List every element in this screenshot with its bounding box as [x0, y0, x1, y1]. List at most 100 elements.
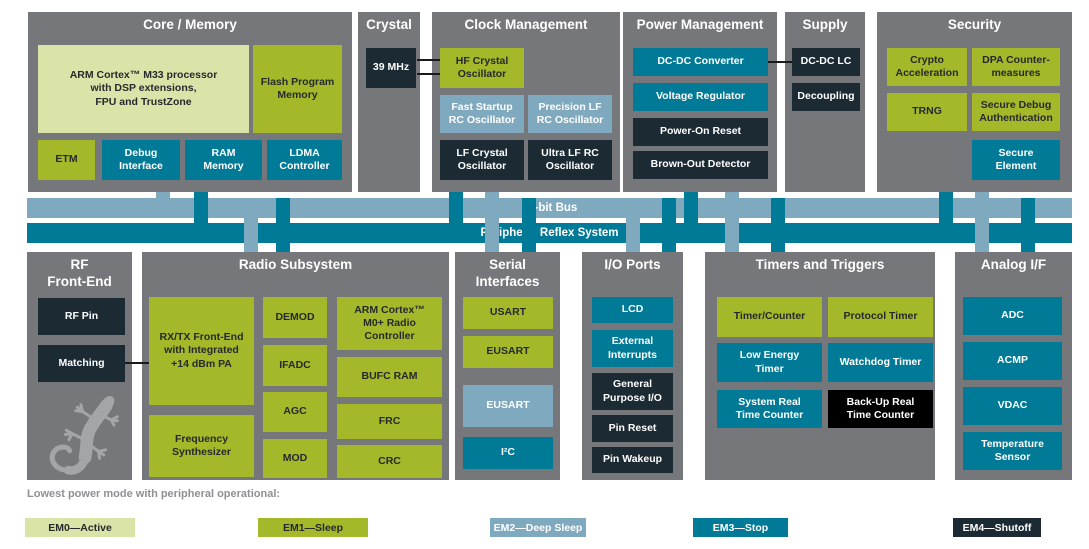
cell-decoupling: Decoupling [792, 83, 860, 111]
cell-mod: MOD [263, 439, 327, 478]
block-title-timers-and-triggers: Timers and Triggers [755, 257, 885, 272]
cell-pin-wakeup: Pin Wakeup [592, 447, 673, 473]
cell-brown-out-detector: Brown-Out Detector [633, 151, 768, 179]
bus-stub [194, 192, 208, 243]
bus-stub [244, 218, 258, 252]
cell-agc: AGC [263, 392, 327, 432]
block-title-power-management: Power Management [636, 17, 764, 32]
cell-adc: ADC [963, 297, 1062, 335]
cell-eusart-em1: EUSART [463, 336, 553, 368]
cell-low-energy-timer: Low Energy Timer [717, 343, 822, 382]
legend-em1-sleep: EM1—Sleep [258, 518, 368, 537]
cell-protocol-timer: Protocol Timer [828, 297, 933, 337]
bus-prs-label: Peripheral Reflex System [480, 227, 619, 239]
cell-dcdc-lc: DC-DC LC [792, 48, 860, 76]
block-security: Security Crypto Acceleration DPA Counter… [877, 12, 1072, 192]
cell-frc: FRC [337, 404, 442, 439]
legend-label: Lowest power mode with peripheral operat… [27, 488, 281, 500]
block-title-clock-management: Clock Management [464, 17, 588, 32]
cell-pin-reset: Pin Reset [592, 415, 673, 442]
bus-stub [449, 192, 463, 243]
bus-stub [725, 192, 739, 252]
bus-stub [684, 192, 698, 243]
bus-stub [662, 198, 676, 252]
cell-trng: TRNG [887, 93, 967, 131]
block-rf-front-end: RF Front-End RF Pin Matching [27, 252, 132, 480]
bus-stub [276, 198, 290, 252]
legend-em3-stop: EM3—Stop [693, 518, 788, 537]
cell-fast-startup-rc-oscillator: Fast Startup RC Oscillator [440, 95, 524, 133]
cell-ldma-controller: LDMA Controller [267, 140, 342, 180]
block-supply: Supply DC-DC LC Decoupling [785, 12, 865, 192]
cell-hf-crystal-oscillator: HF Crystal Oscillator [440, 48, 524, 88]
cell-frequency-synthesizer: Frequency Synthesizer [149, 415, 254, 477]
cell-power-on-reset: Power-On Reset [633, 118, 768, 146]
cell-acmp: ACMP [963, 342, 1062, 380]
block-title-analog-if: Analog I/F [980, 257, 1047, 272]
bus-peripheral-reflex: Peripheral Reflex System [27, 223, 1072, 243]
crystal-hfxo-wire [417, 59, 440, 61]
legend-em4-shutoff: EM4—Shutoff [953, 518, 1041, 537]
bus-32bit: 32-bit Bus [27, 198, 1072, 218]
bus-stub [626, 218, 640, 252]
block-power-management: Power Management DC-DC Converter Voltage… [623, 12, 777, 192]
cell-voltage-regulator: Voltage Regulator [633, 83, 768, 111]
block-title-supply: Supply [802, 17, 848, 32]
cell-flash-program-memory: Flash Program Memory [253, 45, 342, 133]
cell-ifadc: IFADC [263, 345, 327, 386]
cell-debug-interface: Debug Interface [102, 140, 180, 180]
cell-backup-real-time-counter: Back-Up Real Time Counter [828, 390, 933, 428]
bus-stub [485, 192, 499, 252]
bus-stub [156, 192, 170, 218]
cell-bufc-ram: BUFC RAM [337, 357, 442, 397]
cell-timer-counter: Timer/Counter [717, 297, 822, 337]
block-title-radio-subsystem: Radio Subsystem [238, 257, 353, 272]
cell-lcd: LCD [592, 297, 673, 323]
cell-rf-pin: RF Pin [38, 298, 125, 335]
cell-general-purpose-io: General Purpose I/O [592, 373, 673, 410]
crystal-hfxo-wire [417, 73, 440, 75]
cell-etm: ETM [38, 140, 95, 180]
block-title-core-memory: Core / Memory [143, 17, 237, 32]
cell-system-real-time-counter: System Real Time Counter [717, 390, 822, 428]
bus-stub [522, 198, 536, 252]
cell-temperature-sensor: Temperature Sensor [963, 432, 1062, 470]
matching-rxtx-wire [125, 362, 149, 364]
block-title-crystal: Crystal [366, 17, 412, 32]
dcdc-lc-wire [768, 61, 792, 63]
cell-crc: CRC [337, 445, 442, 478]
cell-secure-debug-authentication: Secure Debug Authentication [972, 93, 1060, 131]
bus-stub [975, 192, 989, 252]
legend-em2-deep-sleep: EM2—Deep Sleep [490, 518, 586, 537]
bus-stub [771, 198, 785, 252]
cell-precision-lf-rc-oscillator: Precision LF RC Oscillator [528, 95, 612, 133]
block-io-ports: I/O Ports LCD External Interrupts Genera… [582, 252, 683, 480]
cell-eusart-em2: EUSART [463, 385, 553, 427]
cell-external-interrupts: External Interrupts [592, 330, 673, 367]
cell-i2c: I²C [463, 437, 553, 469]
block-radio-subsystem: Radio Subsystem RX/TX Front-End with Int… [142, 252, 449, 480]
cell-crypto-acceleration: Crypto Acceleration [887, 48, 967, 86]
cell-ram-memory: RAM Memory [185, 140, 262, 180]
block-crystal: Crystal 39 MHz [358, 12, 420, 192]
cell-vdac: VDAC [963, 387, 1062, 425]
cell-lf-crystal-oscillator: LF Crystal Oscillator [440, 140, 524, 180]
bus-stub [1021, 198, 1035, 252]
cell-dpa-countermeasures: DPA Counter- measures [972, 48, 1060, 86]
gecko-logo-icon [49, 396, 119, 475]
block-title-io-ports: I/O Ports [604, 257, 661, 272]
bus-stub [939, 192, 953, 243]
cell-matching: Matching [38, 345, 125, 382]
block-timers-and-triggers: Timers and Triggers Timer/Counter Protoc… [705, 252, 935, 480]
block-title-security: Security [947, 17, 1002, 32]
block-serial-interfaces: Serial Interfaces USART EUSART EUSART I²… [455, 252, 560, 480]
cell-watchdog-timer: Watchdog Timer [828, 343, 933, 382]
block-analog-if: Analog I/F ADC ACMP VDAC Temperature Sen… [955, 252, 1072, 480]
cell-39mhz: 39 MHz [366, 48, 416, 88]
legend-em0-active: EM0—Active [25, 518, 135, 537]
cell-arm-cortex-m33: ARM Cortex™ M33 processor with DSP exten… [38, 45, 249, 133]
cell-dcdc-converter: DC-DC Converter [633, 48, 768, 76]
cell-ultra-lf-rc-oscillator: Ultra LF RC Oscillator [528, 140, 612, 180]
block-title-serial-interfaces: Serial Interfaces [475, 257, 540, 289]
